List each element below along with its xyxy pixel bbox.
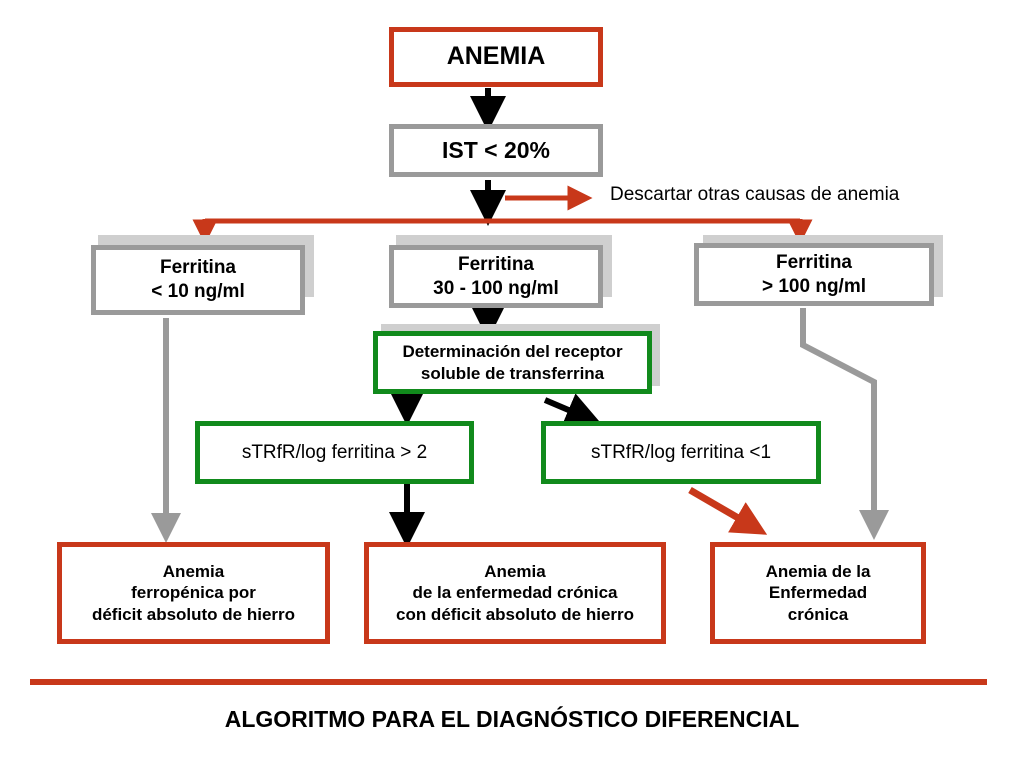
node-ferr-high-line1: Ferritina bbox=[775, 251, 853, 273]
node-out-mid-line2: de la enfermedad crónica bbox=[412, 583, 618, 603]
node-stfr-low: sTRfR/log ferritina <1 bbox=[541, 421, 821, 484]
node-ferr-high: Ferritina > 100 ng/ml bbox=[694, 243, 934, 306]
node-anemia: ANEMIA bbox=[389, 27, 603, 87]
node-ferr-mid: Ferritina 30 - 100 ng/ml bbox=[389, 245, 603, 308]
node-out-right: Anemia de la Enfermedad crónica bbox=[710, 542, 926, 644]
node-out-right-line3: crónica bbox=[787, 604, 849, 624]
node-out-right-line2: Enfermedad bbox=[768, 583, 868, 603]
arrow-ferr-high-out bbox=[800, 308, 889, 540]
node-stfr-high-label: sTRfR/log ferritina > 2 bbox=[241, 441, 428, 463]
node-ferr-low-line2: < 10 ng/ml bbox=[151, 281, 245, 302]
node-anemia-label: ANEMIA bbox=[446, 42, 546, 71]
node-ferr-mid-line2: 30 - 100 ng/ml bbox=[433, 277, 559, 299]
descartar-label: Descartar otras causas de anemia bbox=[610, 184, 900, 205]
node-ist: IST < 20% bbox=[389, 124, 603, 177]
node-out-left-line3: déficit absoluto de hierro bbox=[91, 604, 296, 624]
arrow-stfr-low-out bbox=[688, 486, 768, 535]
node-ferr-high-line2: > 100 ng/ml bbox=[761, 275, 867, 297]
node-receptor-line1: Determinación del receptor bbox=[402, 342, 623, 362]
node-ist-label: IST < 20% bbox=[441, 137, 551, 164]
node-out-left-line2: ferropénica por bbox=[131, 583, 256, 603]
node-receptor-line2: soluble de transferrina bbox=[420, 363, 605, 383]
node-receptor: Determinación del receptor soluble de tr… bbox=[373, 331, 652, 394]
footer-title: ALGORITMO PARA EL DIAGNÓSTICO DIFERENCIA… bbox=[224, 706, 800, 732]
node-ferr-mid-line1: Ferritina bbox=[457, 253, 535, 275]
node-out-right-line1: Anemia de la bbox=[765, 562, 871, 582]
node-out-mid-line1: Anemia bbox=[484, 562, 546, 582]
node-ferr-low: Ferritina < 10 ng/ml bbox=[91, 245, 305, 315]
node-out-mid-line3: con déficit absoluto de hierro bbox=[395, 604, 635, 624]
node-ferr-low-line1: Ferritina bbox=[159, 257, 237, 279]
node-out-mid: Anemia de la enfermedad crónica con défi… bbox=[364, 542, 666, 644]
node-out-left-line1: Anemia bbox=[162, 562, 225, 582]
node-stfr-low-label: sTRfR/log ferritina <1 bbox=[590, 441, 772, 463]
arrow-receptor-stfr-low bbox=[543, 393, 602, 427]
node-out-left: Anemia ferropénica por déficit absoluto … bbox=[57, 542, 330, 644]
node-stfr-high: sTRfR/log ferritina > 2 bbox=[195, 421, 474, 484]
